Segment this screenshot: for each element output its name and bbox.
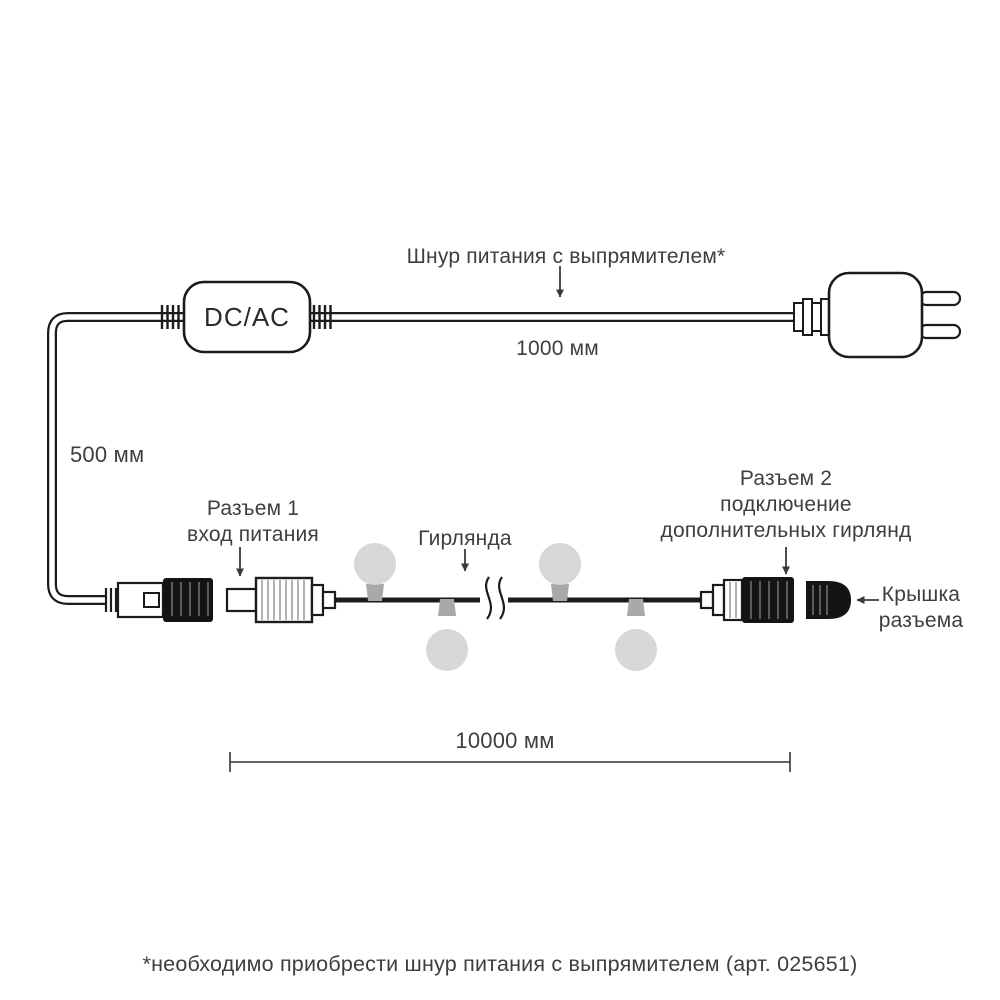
connector1-label-line2: вход питания [187, 523, 319, 546]
adapter-strain-relief-left [160, 305, 180, 329]
bulb-1 [354, 543, 396, 601]
connector1-label-line1: Разъем 1 [206, 497, 300, 520]
plug-pins [918, 290, 962, 340]
adapter-strain-relief-right [312, 305, 332, 329]
garland-label: Гирлянда [418, 527, 512, 550]
connector-1 [225, 576, 337, 624]
adapter-label: DC/AC [204, 302, 290, 332]
connector2-label-line2: подключение [720, 493, 852, 516]
connector2-label-line3: дополнительных гирлянд [660, 519, 912, 542]
plug-boot [793, 298, 831, 336]
adapter-box [182, 280, 312, 354]
garland-length-label: 10000 мм [455, 728, 555, 753]
power-plug [827, 271, 924, 359]
power-cord-label: Шнур питания с выпрямителем* [406, 245, 726, 268]
drop-length-label: 500 мм [70, 442, 145, 467]
cap-label-line1: Крышка [881, 583, 961, 606]
feed-connector [116, 578, 213, 622]
connector2-label-line1: Разъем 2 [739, 467, 833, 490]
connector1-label: Разъем 1 вход питания [152, 496, 354, 548]
bulb-4 [615, 599, 657, 671]
connector-2 [699, 577, 794, 623]
bulb-3 [539, 543, 581, 601]
connector2-label: Разъем 2 подключение дополнительных гирл… [634, 466, 938, 544]
footnote: *необходимо приобрести шнур питания с вы… [142, 952, 858, 976]
annotation-arrows [236, 266, 879, 604]
power-cable-left [47, 312, 186, 605]
feed-connector-ribs [104, 588, 118, 612]
power-cord-length-label: 1000 мм [516, 337, 599, 360]
cap-label: Крышка разъема [866, 582, 976, 634]
cap-connector [806, 581, 851, 619]
bulb-2 [426, 599, 468, 671]
dimension-line [229, 752, 791, 772]
break-symbol [485, 576, 506, 620]
cap-label-line2: разъема [878, 609, 964, 632]
